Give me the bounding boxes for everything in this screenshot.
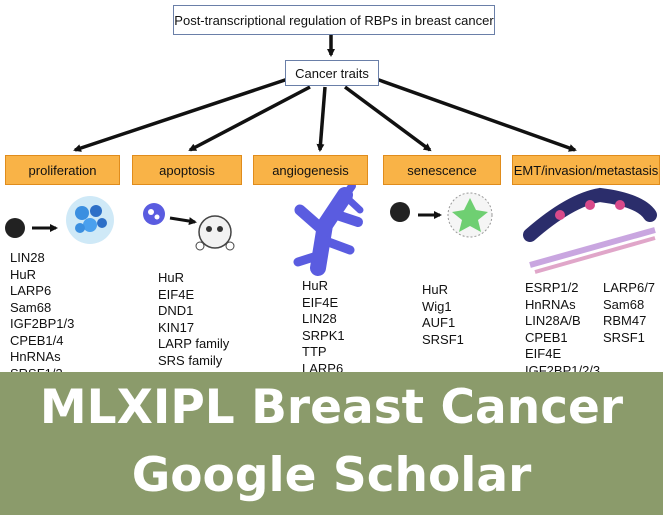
- category-emt-invasion-metastasis: EMT/invasion/metastasis: [512, 155, 660, 185]
- gene-label: HuR: [158, 270, 185, 285]
- angiogenesis-gene-list: HuR EIF4E LIN28 SRPK1 TTP LARP6: [302, 278, 345, 377]
- banner-title-line1: MLXIPL Breast Cancer: [39, 380, 624, 435]
- cancer-traits-node: Cancer traits: [285, 60, 379, 86]
- tissue-layer-icon: [523, 187, 657, 242]
- gene-label: SRS family: [158, 352, 223, 368]
- gene-label: EIF4E: [525, 346, 562, 361]
- emt-gene-list-left: ESRP1/2 HnRNAs LIN28A/B CPEB1 EIF4E IGF2…: [525, 280, 600, 379]
- gene-label: Sam68: [603, 296, 645, 312]
- gene-label: HuR: [10, 266, 37, 282]
- gene-label: IGF2BP1/3: [10, 316, 75, 331]
- apoptosis-gene-list: HuR EIF4E DND1 KIN17 LARP family SRS fam…: [158, 270, 229, 369]
- gene-label: CPEB1: [525, 329, 568, 345]
- gene-label: TTP: [302, 344, 327, 359]
- apoptosis-illustration: [143, 203, 235, 251]
- gene-label: Wig1: [422, 298, 452, 314]
- proliferation-gene-list: LIN28 HuR LARP6 Sam68 IGF2BP1/3 CPEB1/4 …: [10, 250, 74, 382]
- gene-label: DND1: [158, 303, 194, 318]
- dying-cell-icon: [198, 215, 232, 249]
- title-banner: MLXIPL Breast Cancer Google Scholar: [0, 372, 663, 515]
- emt-gene-list-right: LARP6/7 Sam68 RBM47 SRSF1: [603, 280, 655, 346]
- gene-label: KIN17: [158, 319, 195, 335]
- diagram-title: Post-transcriptional regulation of RBPs …: [173, 5, 495, 35]
- gene-label: HnRNAs: [525, 296, 576, 312]
- senescence-gene-list: HuR Wig1 AUF1 SRSF1: [422, 282, 464, 348]
- gene-label: HuR: [422, 282, 449, 297]
- gene-label: ESRP1/2: [525, 280, 579, 295]
- gene-label: SRSF1: [422, 331, 464, 347]
- proliferation-illustration: [5, 196, 114, 244]
- category-apoptosis: apoptosis: [132, 155, 242, 185]
- category-proliferation: proliferation: [5, 155, 120, 185]
- banner-title-line2: Google Scholar: [131, 448, 532, 503]
- gene-label: LARP6/7: [603, 280, 656, 295]
- cell-icon: [143, 203, 165, 225]
- gene-label: AUF1: [422, 315, 456, 330]
- gene-label: EIF4E: [302, 294, 339, 310]
- gene-label: EIF4E: [158, 286, 195, 302]
- hub-arrows: [73, 73, 577, 152]
- senescence-illustration: [390, 192, 493, 238]
- category-senescence: senescence: [383, 155, 501, 185]
- gene-label: LARP6: [10, 283, 52, 298]
- gene-label: LIN28: [302, 311, 337, 326]
- gene-label: RBM47: [603, 313, 647, 328]
- gene-label: LARP family: [158, 336, 230, 351]
- gene-label: CPEB1/4: [10, 332, 64, 348]
- gene-label: LIN28: [10, 250, 45, 265]
- gene-label: HnRNAs: [10, 349, 61, 364]
- gene-label: LARP6: [302, 360, 344, 376]
- angiogenesis-illustration: [293, 182, 364, 276]
- gene-label: SRSF1: [603, 329, 645, 345]
- emt-illustration: [523, 187, 657, 274]
- gene-label: SRPK1: [302, 327, 345, 343]
- dark-cell-icon: [390, 202, 410, 222]
- dark-cell-icon: [5, 218, 25, 238]
- gene-label: LIN28A/B: [525, 313, 581, 328]
- gene-label: HuR: [302, 278, 329, 293]
- category-angiogenesis: angiogenesis: [253, 155, 368, 185]
- gene-label: Sam68: [10, 299, 52, 315]
